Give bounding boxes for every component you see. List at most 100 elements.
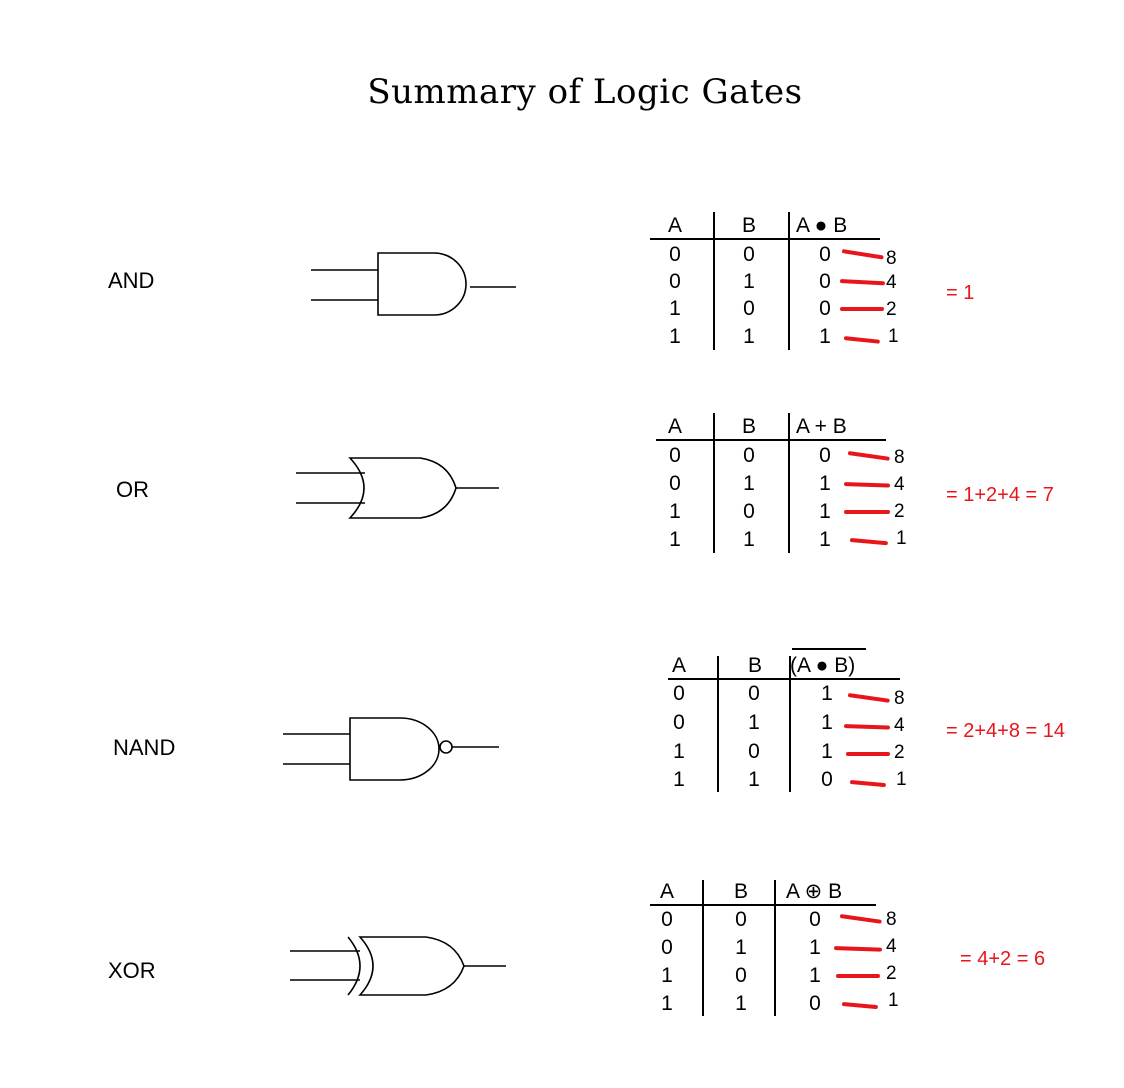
cell-a: 1 xyxy=(661,992,673,1015)
cell-out: 1 xyxy=(809,936,821,959)
or-gate-icon xyxy=(296,457,499,519)
bit-weight: 1 xyxy=(888,326,899,347)
annotation-mark xyxy=(844,510,890,514)
cell-a: 0 xyxy=(661,936,673,959)
gate-label-xor: XOR xyxy=(108,958,156,983)
header-rule xyxy=(656,439,886,441)
cell-a: 0 xyxy=(661,908,673,931)
truth-table-nand: A B (A ● B) 0 0 1 0 1 1 1 0 1 1 1 0 8 4 … xyxy=(668,648,908,792)
bit-weight: 1 xyxy=(896,769,907,790)
bit-weight: 4 xyxy=(894,474,905,495)
annotation-mark xyxy=(833,946,883,952)
cell-b: 1 xyxy=(743,325,755,348)
cell-out: 0 xyxy=(809,908,821,931)
cell-out: 1 xyxy=(821,711,833,734)
header-output: A + B xyxy=(796,415,847,438)
cell-b: 0 xyxy=(743,243,755,266)
cell-a: 0 xyxy=(669,472,681,495)
annotation-mark xyxy=(839,279,886,286)
bit-weight: 4 xyxy=(894,715,905,736)
truth-table-or: A B A + B 0 0 0 0 1 1 1 0 1 1 1 1 8 4 2 … xyxy=(656,413,907,553)
header-a: A xyxy=(660,880,675,903)
header-a: A xyxy=(672,654,687,677)
cell-out: 1 xyxy=(809,964,821,987)
cell-b: 0 xyxy=(735,908,747,931)
cell-b: 1 xyxy=(735,992,747,1015)
sum-nand: = 2+4+8 = 14 xyxy=(946,720,1066,742)
cell-out: 0 xyxy=(819,444,831,467)
header-output: (A ● B) xyxy=(790,654,856,677)
bit-weight: 2 xyxy=(894,742,905,763)
cell-b: 0 xyxy=(743,500,755,523)
xor-gate-icon xyxy=(290,936,506,996)
header-output: A ⊕ B xyxy=(786,880,843,903)
cell-out: 0 xyxy=(821,768,833,791)
cell-b: 1 xyxy=(748,768,760,791)
annotation-mark xyxy=(841,1002,879,1010)
cell-a: 1 xyxy=(669,325,681,348)
cell-b: 0 xyxy=(748,740,760,763)
bit-weight: 8 xyxy=(886,248,897,269)
annotation-mark xyxy=(847,693,890,703)
cell-a: 0 xyxy=(669,270,681,293)
bit-weight: 8 xyxy=(894,688,905,709)
nand-gate-icon xyxy=(283,717,499,781)
header-rule xyxy=(668,678,900,680)
header-output: A ● B xyxy=(796,214,848,237)
column-rule xyxy=(789,656,791,792)
cell-b: 0 xyxy=(735,964,747,987)
bit-weight: 4 xyxy=(886,936,897,957)
cell-out: 1 xyxy=(819,325,831,348)
gate-label-and: AND xyxy=(108,268,155,293)
cell-b: 1 xyxy=(735,936,747,959)
bit-weight: 2 xyxy=(886,299,897,320)
truth-table-and: A B A ● B 0 0 0 0 1 0 1 0 0 1 1 1 8 4 2 … xyxy=(650,212,899,352)
page-title: Summary of Logic Gates xyxy=(367,72,803,112)
cell-out: 0 xyxy=(819,297,831,320)
header-rule xyxy=(650,238,880,240)
cell-b: 0 xyxy=(748,682,760,705)
cell-b: 1 xyxy=(743,270,755,293)
cell-a: 1 xyxy=(669,528,681,551)
annotation-mark xyxy=(843,336,881,344)
cell-a: 1 xyxy=(661,964,673,987)
bit-weight: 2 xyxy=(894,501,905,522)
cell-out: 0 xyxy=(819,243,831,266)
cell-b: 1 xyxy=(743,472,755,495)
cell-a: 1 xyxy=(669,297,681,320)
cell-out: 0 xyxy=(819,270,831,293)
cell-out: 0 xyxy=(809,992,821,1015)
annotation-mark xyxy=(841,249,884,260)
header-a: A xyxy=(668,214,683,237)
bit-weight: 1 xyxy=(888,990,899,1011)
cell-a: 0 xyxy=(673,682,685,705)
cell-out: 1 xyxy=(819,528,831,551)
column-rule xyxy=(717,656,719,792)
header-b: B xyxy=(742,214,757,237)
cell-out: 1 xyxy=(819,472,831,495)
bit-weight: 2 xyxy=(886,963,897,984)
bit-weight: 4 xyxy=(886,272,897,293)
cell-a: 1 xyxy=(673,768,685,791)
cell-a: 0 xyxy=(669,243,681,266)
column-rule xyxy=(788,413,790,553)
bit-weight: 8 xyxy=(894,447,905,468)
column-rule xyxy=(713,413,715,553)
cell-a: 1 xyxy=(669,500,681,523)
column-rule xyxy=(702,880,704,1016)
overbar xyxy=(792,648,866,650)
header-b: B xyxy=(748,654,763,677)
truth-table-xor: A B A ⊕ B 0 0 0 0 1 1 1 0 1 1 1 0 8 4 2 … xyxy=(650,878,899,1018)
sum-xor: = 4+2 = 6 xyxy=(960,948,1046,970)
sum-or: = 1+2+4 = 7 xyxy=(946,484,1054,506)
gate-label-nand: NAND xyxy=(113,735,176,760)
and-gate-icon xyxy=(311,252,516,316)
column-rule xyxy=(713,212,715,350)
sum-and: = 1 xyxy=(946,282,975,304)
annotation-mark xyxy=(836,974,880,978)
cell-a: 1 xyxy=(673,740,685,763)
bit-weight: 8 xyxy=(886,909,897,930)
header-a: A xyxy=(668,415,683,438)
